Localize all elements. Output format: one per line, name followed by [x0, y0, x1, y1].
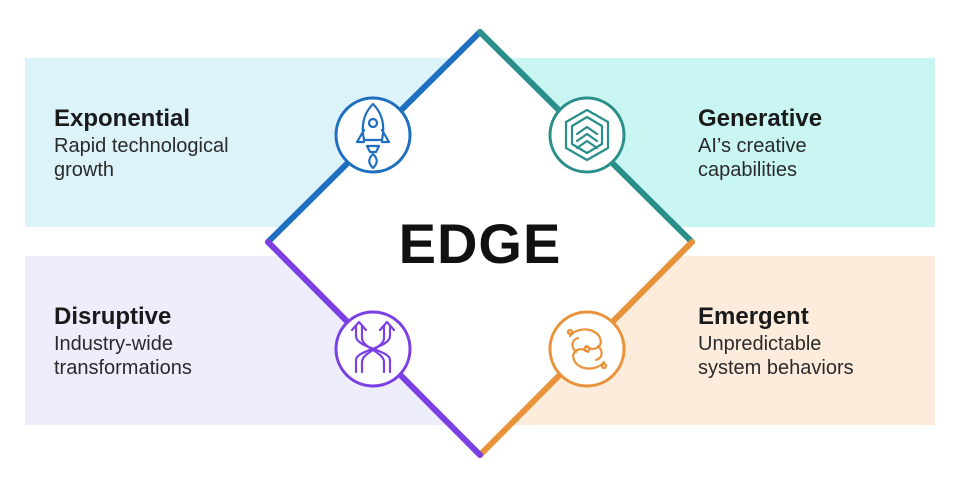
crossing-arrows-icon [334, 310, 412, 388]
generative-title: Generative [698, 105, 823, 132]
generative-text: Generative AI’s creative capabilities [698, 106, 822, 182]
generative-desc-line1: AI’s creative [698, 135, 807, 157]
exponential-desc-line2: growth [54, 159, 115, 181]
exponential-title: Exponential [54, 105, 191, 132]
emergent-title: Emergent [698, 303, 809, 330]
generative-desc-line2: capabilities [698, 159, 797, 181]
hexagon-chevron-icon [548, 96, 626, 174]
disruptive-title: Disruptive [54, 303, 172, 330]
emergent-text: Emergent Unpredictable system behaviors [698, 304, 854, 380]
exponential-text: Exponential Rapid technological growth [54, 106, 229, 182]
disruptive-text: Disruptive Industry-wide transformations [54, 304, 192, 380]
rocket-icon [334, 96, 412, 174]
emergent-desc-line1: Unpredictable [698, 333, 822, 355]
center-title: EDGE [398, 212, 562, 275]
exponential-desc-line1: Rapid technological [54, 135, 229, 157]
swirl-icon [548, 310, 626, 388]
disruptive-desc-line2: transformations [54, 357, 192, 379]
disruptive-desc-line1: Industry-wide [54, 333, 173, 355]
emergent-desc-line2: system behaviors [698, 357, 854, 379]
